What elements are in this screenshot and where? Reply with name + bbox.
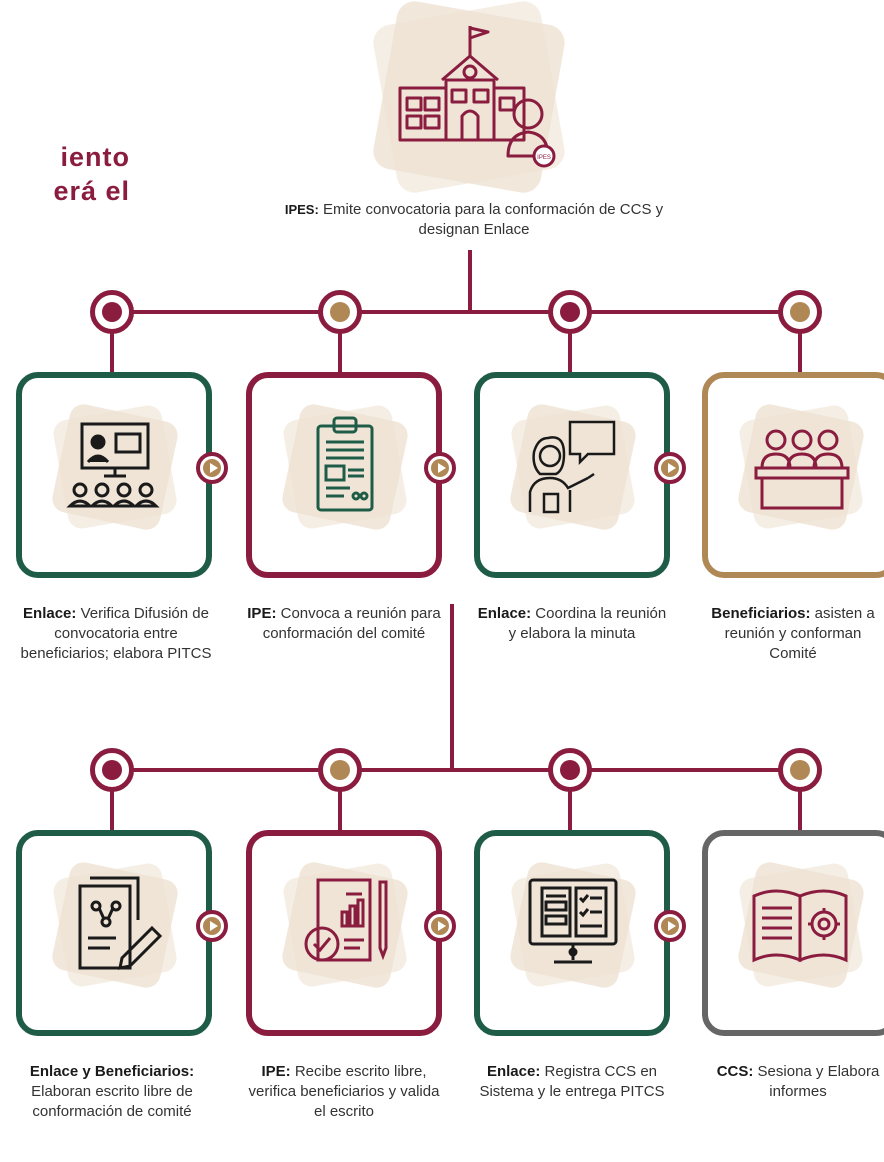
next-step-button <box>424 452 456 484</box>
page-title-fragment: iento erá el <box>53 142 130 206</box>
next-step-button <box>424 910 456 942</box>
step-caption: IPE: Convoca a reunión para conformación… <box>247 605 441 642</box>
svg-text:IPES: IPES <box>537 155 551 161</box>
step-card-coordina <box>474 372 670 578</box>
computer-forms-icon <box>528 878 618 964</box>
next-step-button <box>654 910 686 942</box>
video-conference-icon <box>66 422 160 508</box>
step-caption: CCS: Sesiona y Elabora informes <box>716 1063 880 1100</box>
step-node <box>318 290 362 334</box>
step-caption: Enlace: Registra CCS en Sistema y le ent… <box>479 1063 665 1100</box>
presenter-icon <box>528 420 616 514</box>
step-caption: Beneficiarios: asisten a reunión y confo… <box>711 605 875 662</box>
next-step-button <box>196 910 228 942</box>
ipes-caption: IPES: Emite convocatoria para la conform… <box>284 201 664 238</box>
open-book-gear-icon <box>752 889 848 963</box>
step-node <box>90 290 134 334</box>
next-step-button <box>196 452 228 484</box>
report-gear-icon <box>304 878 388 962</box>
step-caption: IPE: Recibe escrito libre, verifica bene… <box>248 1063 440 1120</box>
step-card-convoca <box>246 372 442 578</box>
step-card-difusion <box>16 372 212 578</box>
step-node <box>548 290 592 334</box>
step-card-recibe <box>246 830 442 1036</box>
step-card-escrito <box>16 830 212 1036</box>
step-node <box>548 748 592 792</box>
step-caption: Enlace: Verifica Difusión de convocatori… <box>20 605 212 662</box>
committee-table-icon <box>754 429 850 510</box>
ipes-illustration: IPES <box>360 0 580 196</box>
step-caption: Enlace: Coordina la reunión y elabora la… <box>477 605 667 642</box>
next-step-button <box>654 452 686 484</box>
step-card-sesiona <box>702 830 884 1036</box>
step-caption: Enlace y Beneficiarios: Elaboran escrito… <box>29 1063 195 1120</box>
step-card-beneficiarios <box>702 372 884 578</box>
step-node <box>778 290 822 334</box>
school-building-icon: IPES <box>398 26 556 168</box>
step-node <box>90 748 134 792</box>
clipboard-icon <box>316 416 374 512</box>
step-node <box>778 748 822 792</box>
step-node <box>318 748 362 792</box>
step-card-registra <box>474 830 670 1036</box>
document-pen-icon <box>78 876 163 970</box>
